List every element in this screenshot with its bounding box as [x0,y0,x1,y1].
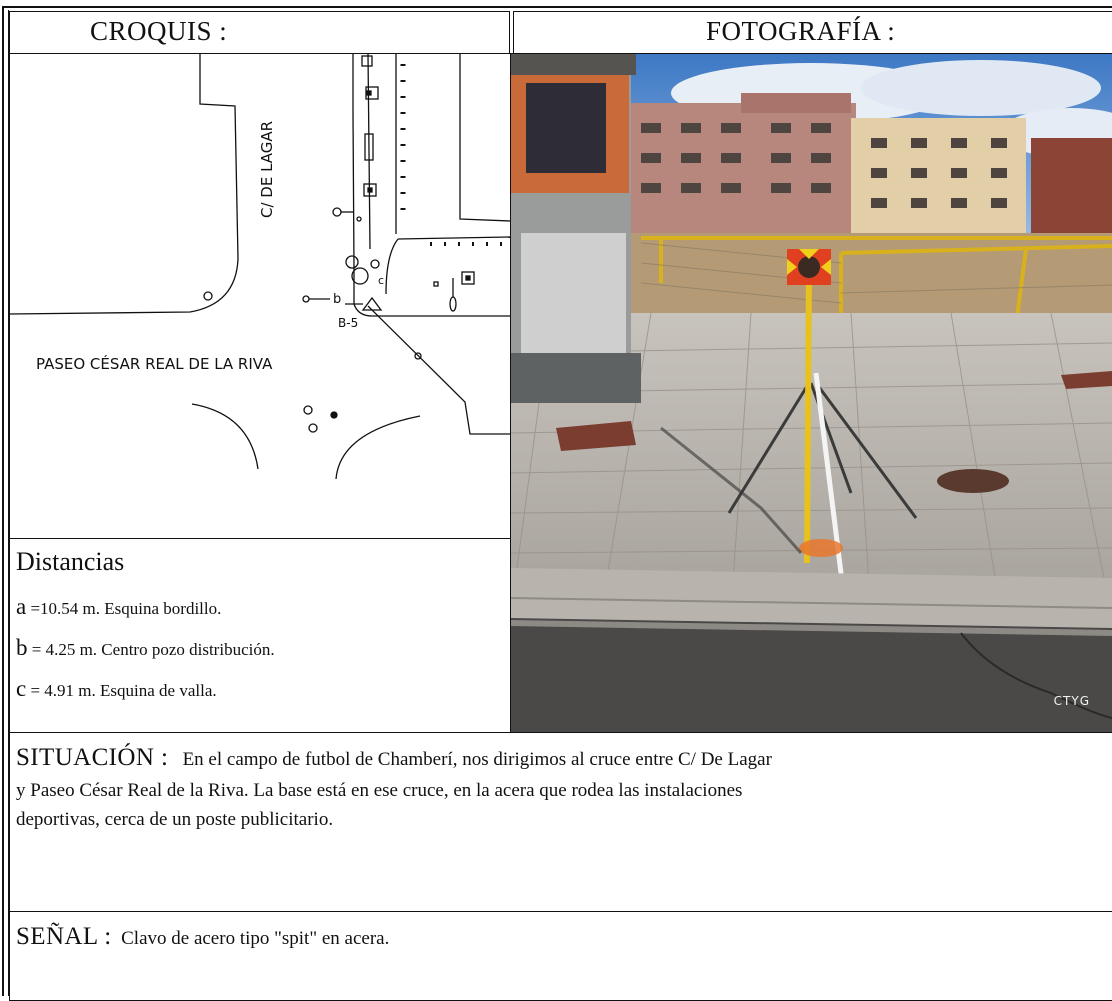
site-photo-illustration [511,53,1112,732]
distance-letter: a [16,594,27,619]
situacion-text-1: En el campo de futbol de Chamberí, nos d… [182,749,772,770]
street-label-lagar: C/ DE LAGAR [258,120,276,218]
frame-left-outer [2,6,4,996]
frame-left-inner [8,10,9,996]
base-label: B-5 [338,316,359,330]
marker-b-label: b [333,292,342,307]
distance-text: = 4.25 m. Centro pozo distribución. [27,640,275,659]
street-label-paseo: PASEO CÉSAR REAL DE LA RIVA [36,355,273,373]
senal-line: SEÑAL : Clavo de acero tipo "spit" en ac… [16,922,1112,953]
distance-row-a: a =10.54 m. Esquina bordillo. [16,594,221,620]
distance-text: =10.54 m. Esquina bordillo. [26,599,222,618]
distances-title: Distancias [16,547,125,576]
frame-top-outer [2,6,1112,8]
senal-text: Clavo de acero tipo "spit" en acera. [121,928,390,949]
situacion-line-3: deportivas, cerca de un poste publicitar… [16,809,334,830]
situacion-line-1: SITUACIÓN : En el campo de futbol de Cha… [16,743,1112,774]
marker-c-label: c [378,274,385,287]
distance-row-b: b = 4.25 m. Centro pozo distribución. [16,635,275,661]
photo-cell [510,53,1112,733]
croquis-header-cell [9,11,510,54]
distance-letter: c [16,676,27,701]
situacion-label: SITUACIÓN : [16,744,169,771]
photo-watermark: CTYG [1053,694,1090,708]
situacion-line-2: y Paseo César Real de la Riva. La base e… [16,780,743,801]
distance-text: = 4.91 m. Esquina de valla. [26,681,217,700]
distance-row-c: c = 4.91 m. Esquina de valla. [16,676,217,702]
site-photo: CTYG [511,53,1112,732]
sketch-map [10,54,510,480]
senal-label: SEÑAL : [16,923,112,950]
croquis-header: CROQUIS : [90,16,228,46]
fotografia-header: FOTOGRAFÍA : [706,16,896,46]
distance-letter: b [16,635,28,660]
